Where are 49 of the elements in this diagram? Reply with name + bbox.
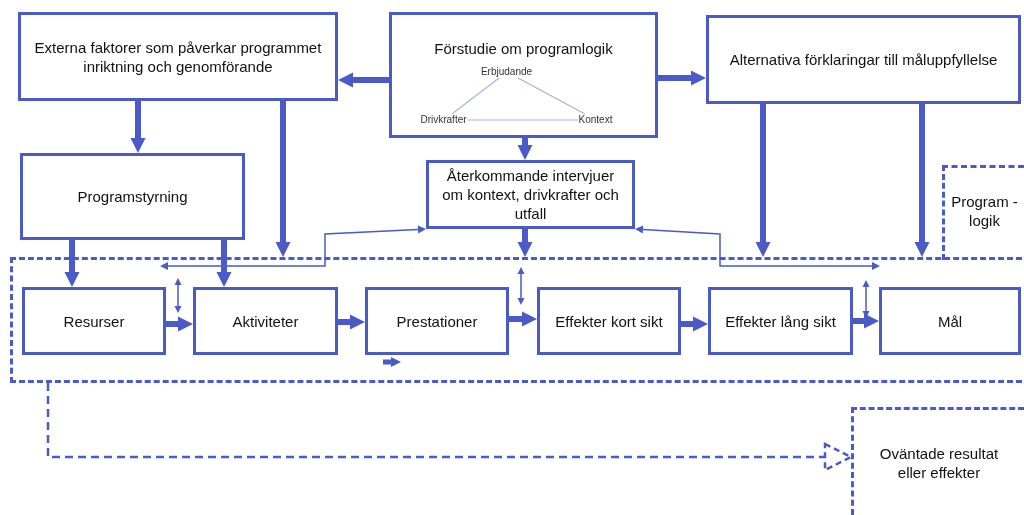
- process-box: [708, 287, 853, 355]
- arrow: [509, 311, 537, 327]
- arrow: [681, 316, 708, 332]
- connector-line: [467, 119, 579, 121]
- box-label: Aktiviteter: [232, 311, 299, 331]
- process-box: [20, 153, 245, 240]
- box-label: Återkommande intervjuer om kontext, drivkrafter och utfall: [441, 166, 620, 223]
- process-box: [193, 287, 338, 355]
- process-box: [365, 287, 509, 355]
- box-label: Mål: [937, 311, 963, 331]
- arrow: [338, 314, 365, 330]
- double-arrow: [160, 225, 426, 270]
- arrow: [517, 138, 533, 160]
- arrow: [914, 104, 930, 257]
- arrow: [130, 101, 146, 153]
- concept-label: Kontext: [578, 113, 613, 126]
- box-label: Oväntade resultat eller effekter: [878, 444, 1000, 482]
- box-label: Resurser: [63, 311, 125, 331]
- process-box: [389, 12, 658, 138]
- arrow: [853, 313, 879, 329]
- arrow: [338, 72, 389, 88]
- process-box: [18, 12, 338, 101]
- box-label: Prestationer: [396, 311, 478, 331]
- arrow: [755, 104, 771, 257]
- connector-line: [451, 77, 500, 115]
- arrow: [64, 240, 80, 287]
- box-label: Programstyrning: [77, 187, 188, 206]
- dashed-box: [851, 407, 1024, 515]
- arrow: [658, 70, 706, 86]
- region-title-tab: Program -logik: [942, 165, 1024, 260]
- process-box: [706, 15, 1021, 104]
- box-label: Effekter kort sikt: [555, 311, 663, 331]
- box-label: Förstudie om programlogik: [434, 39, 613, 58]
- arrow: [166, 316, 193, 332]
- process-box: [537, 287, 681, 355]
- arrow: [517, 229, 533, 257]
- process-box: [879, 287, 1021, 355]
- connector-line: [517, 77, 586, 115]
- box-label: Alternativa förklaringar till måluppfyllelse: [729, 50, 998, 69]
- concept-label: Drivkrafter: [420, 113, 467, 126]
- arrow: [275, 101, 291, 257]
- concept-label: Erbjudande: [480, 65, 533, 78]
- arrow: [216, 240, 232, 287]
- box-label: Externa faktorer som påverkar programmet inriktning och genomförande: [33, 37, 323, 76]
- process-box: [426, 160, 635, 229]
- box-label: Effekter lång sikt: [725, 311, 836, 331]
- hollow-arrow: [46, 383, 853, 472]
- double-arrow: [635, 225, 880, 270]
- process-box: [22, 287, 166, 355]
